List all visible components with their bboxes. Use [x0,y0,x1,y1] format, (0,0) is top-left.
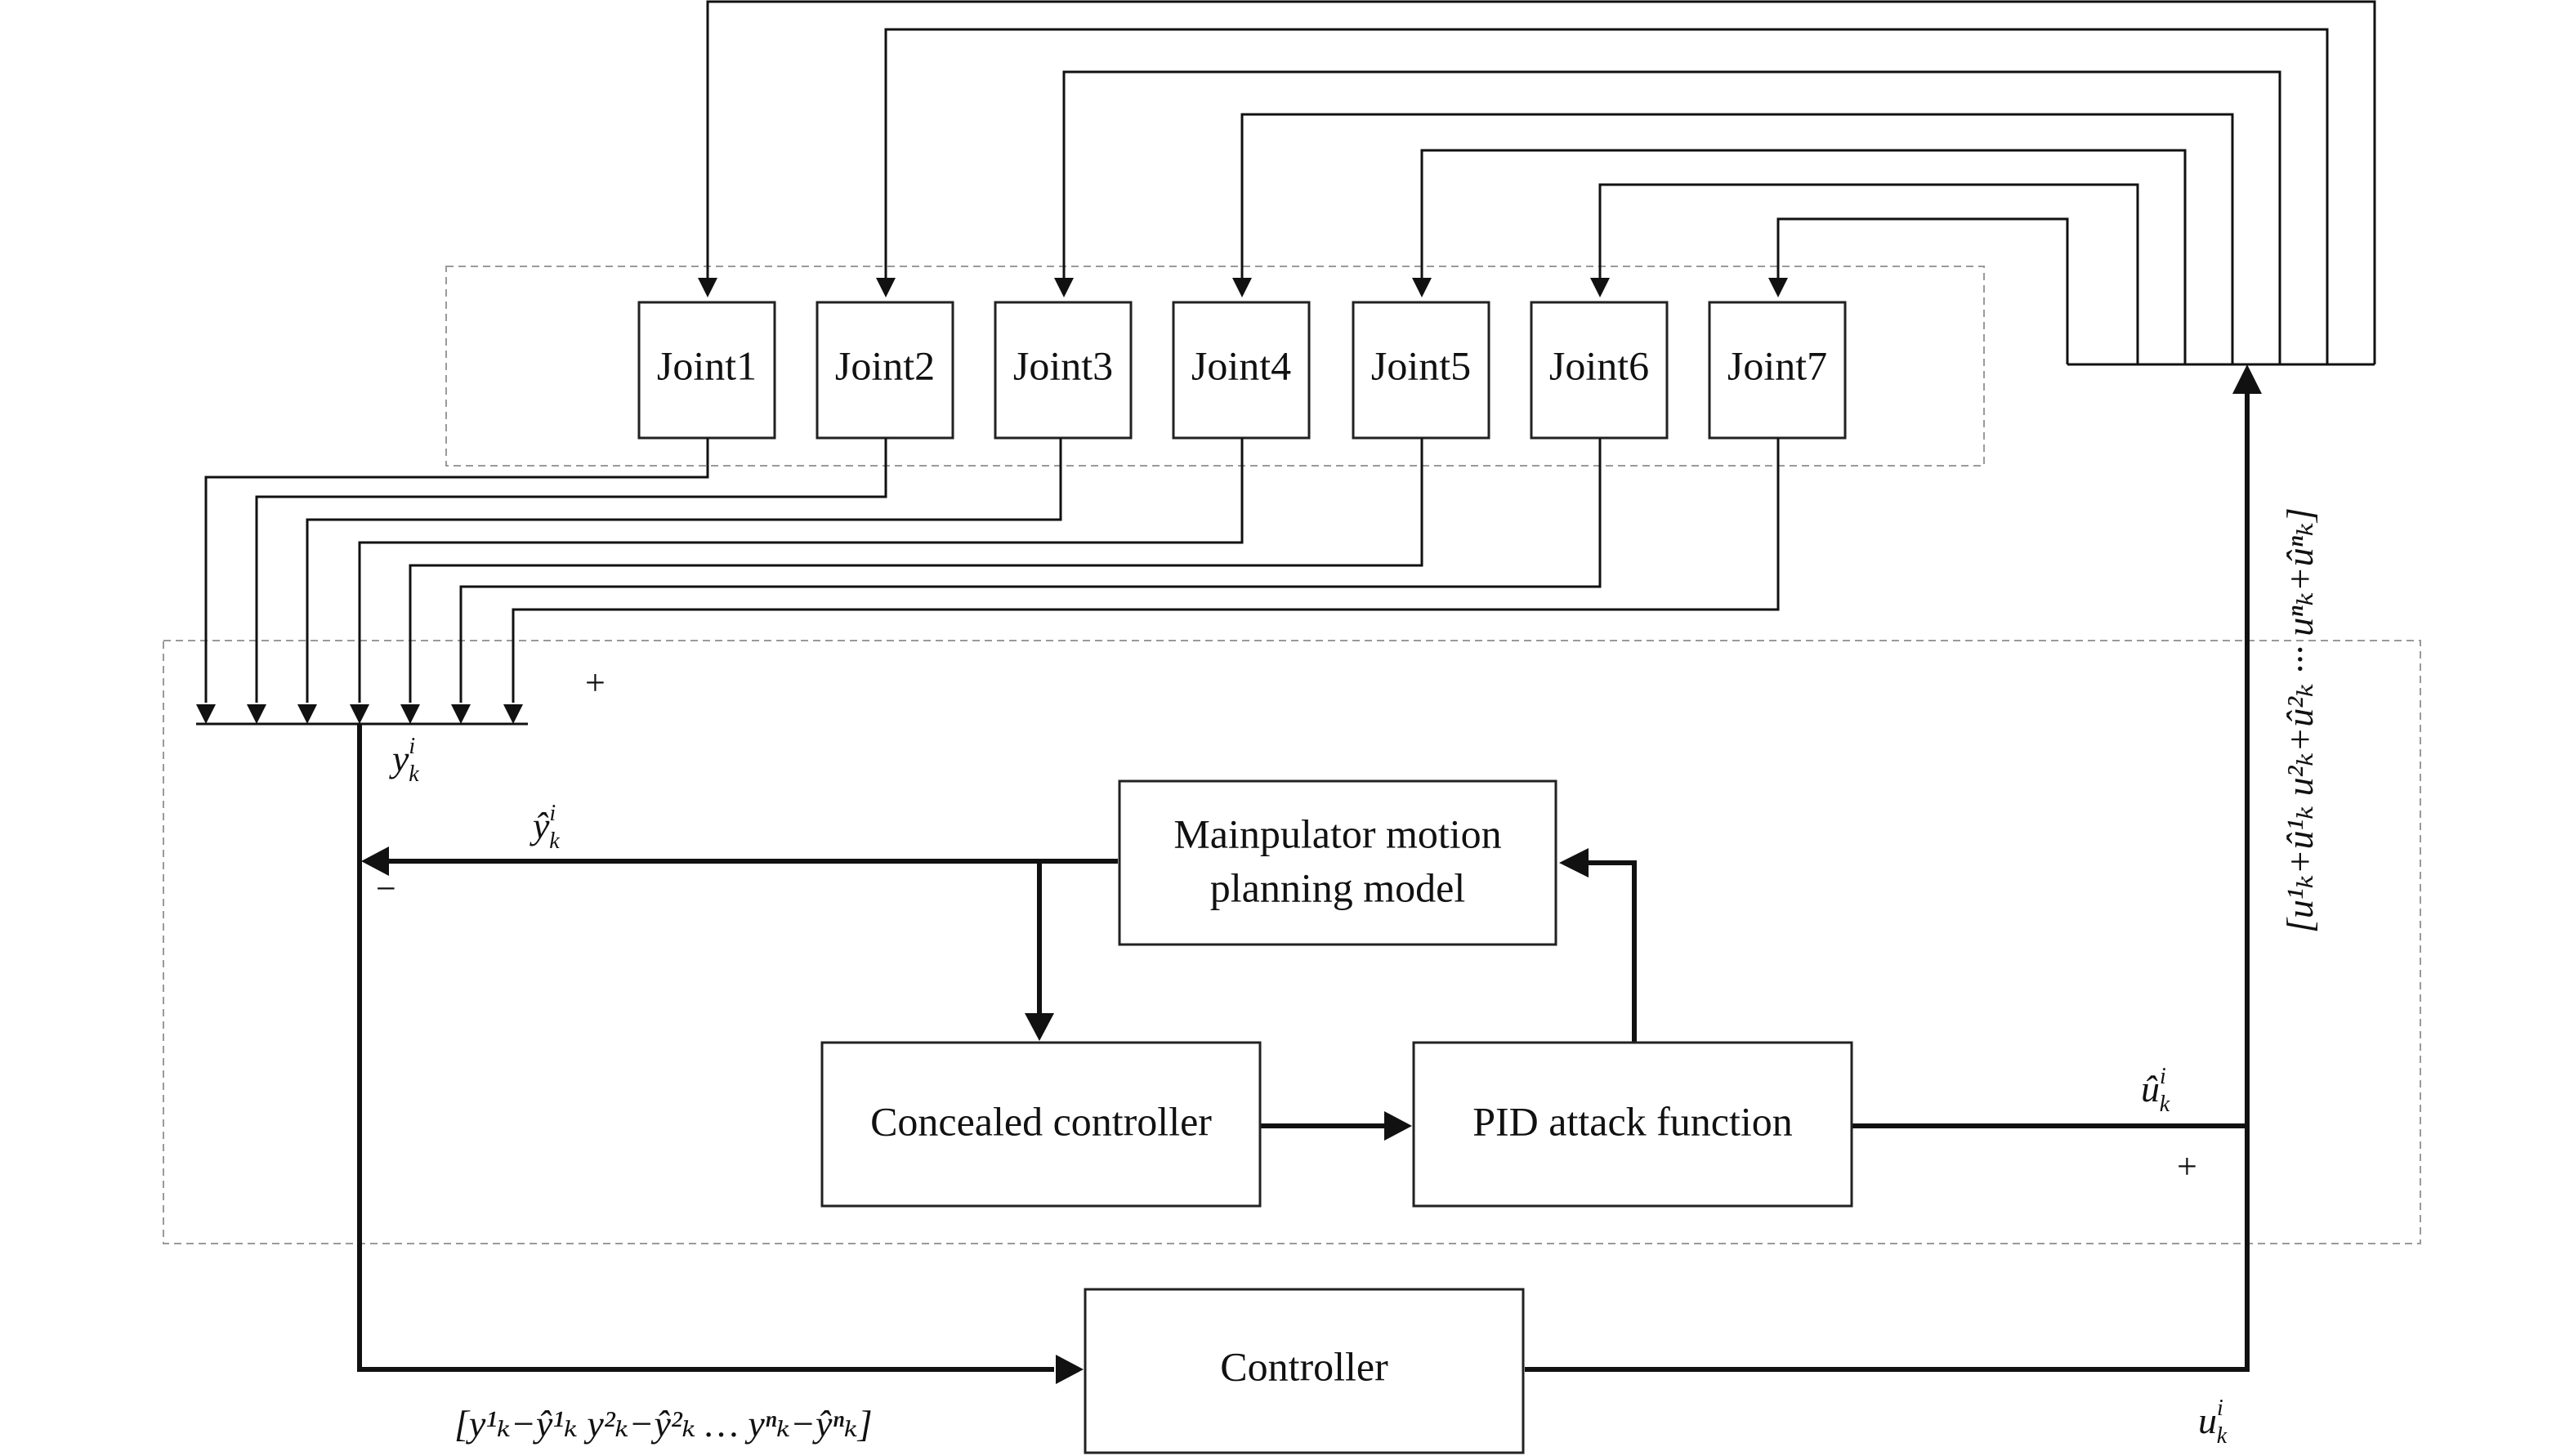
plus-sign-top: + [585,663,606,703]
control-distribution-wires [698,0,2376,366]
arrow-to-concealed [1025,1013,1054,1041]
attack-group [163,640,2421,1244]
joint-4: Joint4 [1172,301,1311,440]
error-vector-label: [y¹ₖ−ŷ¹ₖ y²ₖ−ŷ²ₖ … yⁿₖ−ŷⁿₖ] [454,1403,873,1445]
pid-attack-block: PID attack function [1412,1041,1853,1208]
controller-block: Controller [1084,1288,1525,1454]
joint-label: Joint3 [1013,342,1113,388]
joint-5: Joint5 [1352,301,1490,440]
joint-label: Joint2 [835,342,935,388]
pid-to-planning-wire [1587,860,1637,1043]
joint-6: Joint6 [1530,301,1669,440]
concealed-controller-block: Concealed controller [820,1041,1262,1208]
arrow-to-controller [1056,1355,1084,1384]
controller-label: Controller [1220,1343,1388,1389]
joint-label: Joint4 [1191,342,1291,388]
joints-group [445,266,1985,467]
joint-label: Joint7 [1727,342,1827,388]
error-wire [357,724,1054,1372]
joint-1: Joint1 [637,301,776,440]
joint-output-wires [196,438,1780,726]
joint-label: Joint1 [657,342,757,388]
arrow-to-planning [1559,848,1589,878]
arrow-estimate [361,846,389,876]
controller-output-wire [1525,392,2250,1372]
planning-model-label-line1: Mainpulator motion [1173,811,1501,856]
arrow-up-to-joints [2232,364,2262,394]
joint-label: Joint5 [1371,342,1471,388]
joint-3: Joint3 [994,301,1133,440]
planning-model-block: Mainpulator motion planning model [1118,779,1557,946]
control-vector-label: [u¹ₖ+û¹ₖ u²ₖ+û²ₖ ··· uⁿₖ+ûⁿₖ] [2279,507,2321,933]
pid-attack-label: PID attack function [1472,1098,1793,1144]
plus-sign-right: + [2177,1146,2197,1186]
joint-7: Joint7 [1708,301,1847,440]
arrow-to-pid [1384,1111,1412,1141]
planning-model-label-line2: planning model [1210,864,1465,910]
joint-label: Joint6 [1549,342,1649,388]
joint-2: Joint2 [816,301,954,440]
concealed-controller-label: Concealed controller [870,1098,1212,1144]
minus-sign: − [376,869,396,909]
